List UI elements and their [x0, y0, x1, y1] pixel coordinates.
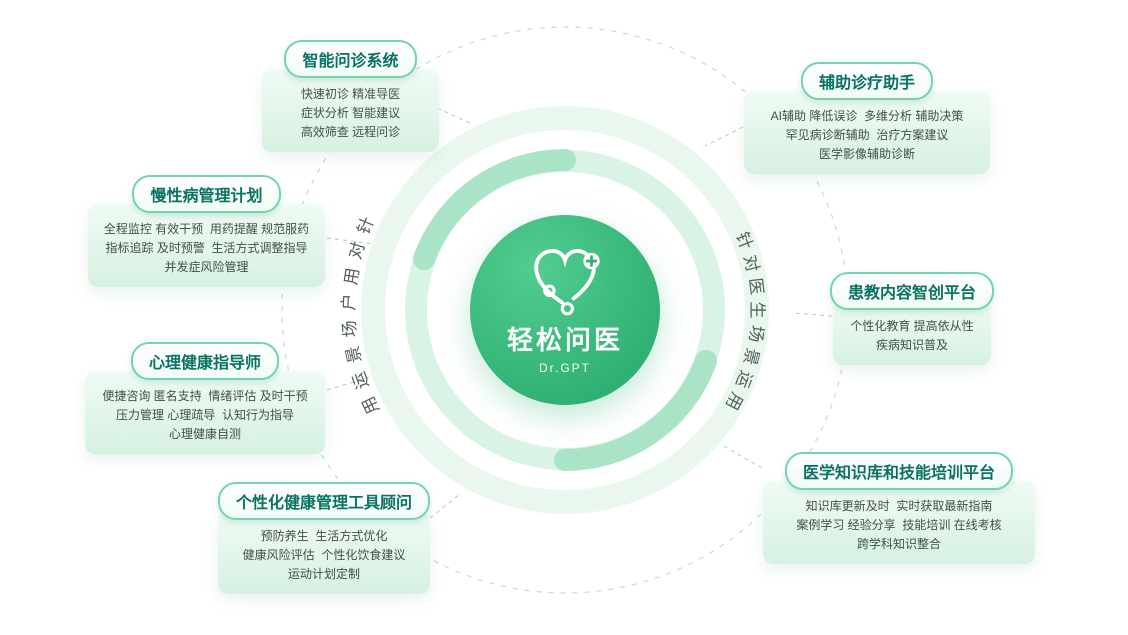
- card-title-pill: 医学知识库和技能培训平台: [784, 452, 1013, 490]
- card-patient-education: 患教内容智创平台 个性化教育 提高依从性 疾病知识普及: [830, 272, 995, 365]
- faint-outer-ring: [361, 106, 769, 514]
- card-body: 预防养生 生活方式优化 健康风险评估 个性化饮食建议 运动计划定制: [218, 511, 430, 594]
- card-line: 疾病知识普及: [875, 338, 948, 352]
- card-line: 个性化教育 提高依从性: [850, 319, 974, 333]
- card-line: 并发症风险管理: [164, 260, 249, 274]
- card-line: 症状分析 智能建议: [300, 106, 401, 120]
- card-chronic-management: 慢性病管理计划 全程监控 有效干预 用药提醒 规范服药 指标追踪 及时预警 生活…: [88, 175, 325, 287]
- card-line: 案例学习 经验分享 技能培训 在线考核: [796, 518, 1002, 532]
- card-line: 压力管理 心理疏导 认知行为指导: [115, 408, 294, 422]
- card-title-pill: 智能问诊系统: [284, 40, 417, 78]
- card-title-pill: 慢性病管理计划: [132, 175, 281, 213]
- card-connector-lines: [326, 107, 833, 519]
- card-body: 全程监控 有效干预 用药提醒 规范服药 指标追踪 及时预警 生活方式调整指导 并…: [88, 204, 325, 287]
- card-title-pill: 患教内容智创平台: [830, 272, 995, 310]
- ring-arc-top-left: [413, 149, 576, 270]
- card-line: 心理健康自测: [168, 427, 241, 441]
- card-body: 知识库更新及时 实时获取最新指南 案例学习 经验分享 技能培训 在线考核 跨学科…: [763, 481, 1035, 564]
- card-line: 健康风险评估 个性化饮食建议: [242, 548, 406, 562]
- card-personal-health-tool: 个性化健康管理工具顾问 预防养生 生活方式优化 健康风险评估 个性化饮食建议 运…: [218, 482, 431, 594]
- product-name: 轻松问医: [506, 324, 623, 355]
- card-assist-diagnosis: 辅助诊疗助手 AI辅助 降低误诊 多维分析 辅助决策 罕见病诊断辅助 治疗方案建…: [744, 62, 990, 174]
- card-title-pill: 心理健康指导师: [130, 342, 279, 380]
- card-line: 预防养生 生活方式优化: [260, 529, 388, 543]
- card-line: AI辅助 降低误诊 多维分析 辅助决策: [770, 109, 964, 123]
- card-mental-health: 心理健康指导师 便捷咨询 匿名支持 情绪评估 及时干预 压力管理 心理疏导 认知…: [85, 342, 325, 454]
- card-line: 知识库更新及时 实时获取最新指南: [805, 499, 993, 513]
- card-smart-consultation: 智能问诊系统 快速初诊 精准导医 症状分析 智能建议 高效筛查 远程问诊: [262, 40, 439, 152]
- card-body: 个性化教育 提高依从性 疾病知识普及: [833, 301, 991, 365]
- card-body: AI辅助 降低误诊 多维分析 辅助决策 罕见病诊断辅助 治疗方案建议 医学影像辅…: [744, 91, 990, 174]
- heart-stethoscope-icon: [534, 248, 600, 315]
- card-line: 运动计划定制: [287, 567, 360, 581]
- product-subtitle: Dr.GPT: [538, 360, 591, 375]
- card-line: 便捷咨询 匿名支持 情绪评估 及时干预: [102, 389, 308, 403]
- card-line: 罕见病诊断辅助 治疗方案建议: [785, 128, 949, 142]
- card-body: 快速初诊 精准导医 症状分析 智能建议 高效筛查 远程问诊: [262, 69, 439, 152]
- card-line: 指标追踪 及时预警 生活方式调整指导: [105, 241, 308, 255]
- ring-arc-bottom-right: [554, 350, 717, 471]
- card-title-pill: 个性化健康管理工具顾问: [218, 482, 431, 520]
- card-body: 便捷咨询 匿名支持 情绪评估 及时干预 压力管理 心理疏导 认知行为指导 心理健…: [85, 371, 325, 454]
- card-line: 医学影像辅助诊断: [818, 147, 915, 161]
- card-knowledge-training: 医学知识库和技能培训平台 知识库更新及时 实时获取最新指南 案例学习 经验分享 …: [763, 452, 1035, 564]
- card-line: 全程监控 有效干预 用药提醒 规范服药: [103, 222, 310, 236]
- card-line: 跨学科知识整合: [856, 537, 941, 551]
- card-line: 快速初诊 精准导医: [300, 87, 401, 101]
- center-logo-circle: 轻松问医 Dr.GPT: [470, 215, 660, 405]
- card-title-pill: 辅助诊疗助手: [800, 62, 933, 100]
- card-line: 高效筛查 远程问诊: [300, 125, 401, 139]
